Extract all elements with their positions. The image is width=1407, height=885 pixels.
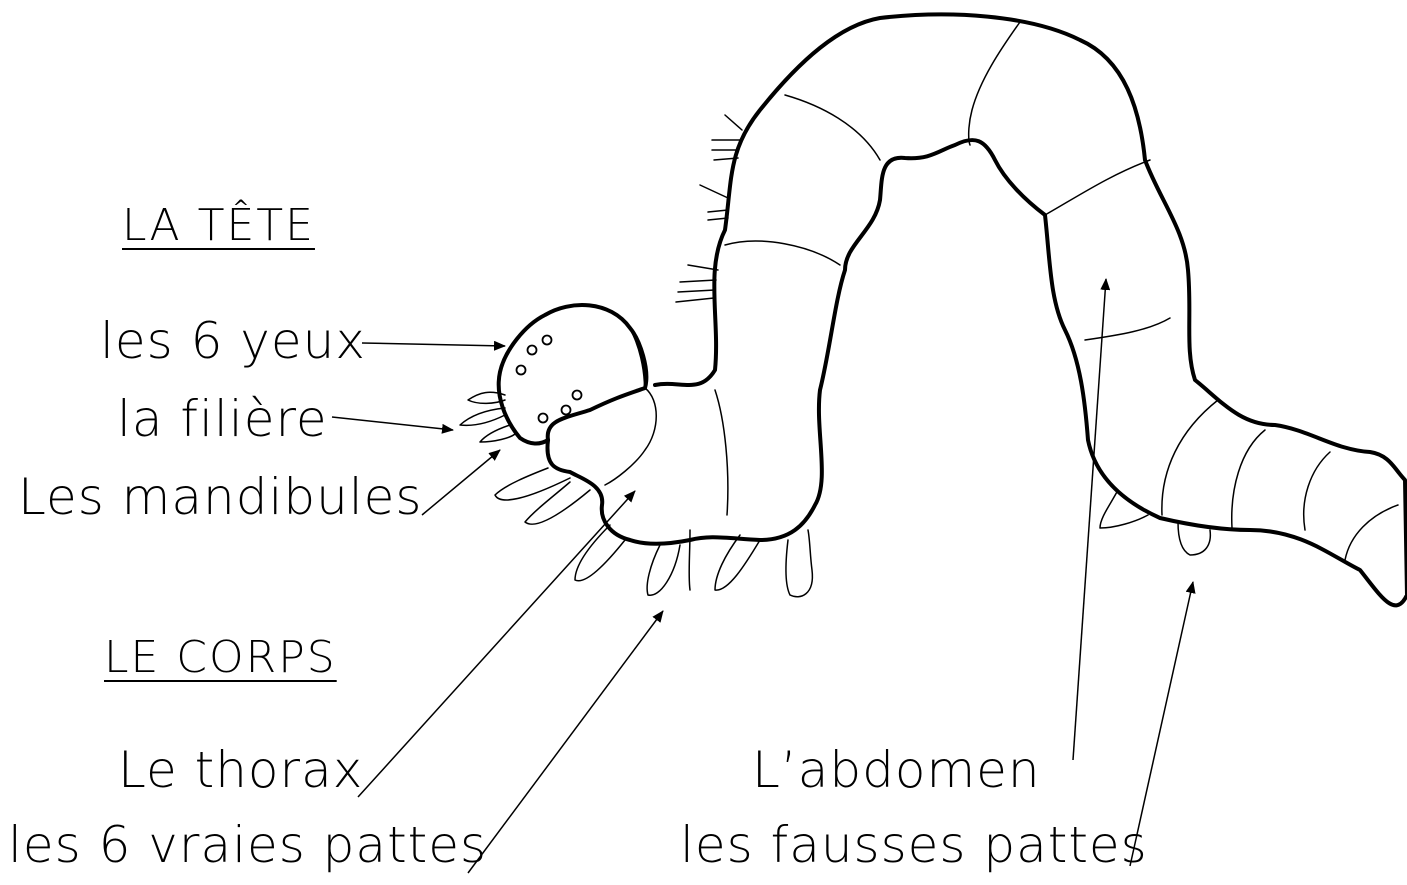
caterpillar-body: [460, 14, 1407, 605]
label-spinneret: la filière: [117, 390, 328, 448]
label-eyes: les 6 yeux: [100, 312, 366, 370]
arrow-true-legs: [468, 611, 663, 873]
arrow-mandibles: [422, 450, 500, 515]
label-abdomen: L’abdomen: [752, 741, 1041, 799]
arrow-eyes: [362, 343, 505, 346]
head-section-title: LA TÊTE: [122, 200, 315, 251]
arrow-thorax: [358, 491, 635, 797]
label-false-legs: les fausses pattes: [680, 816, 1148, 874]
arrow-abdomen: [1073, 279, 1106, 760]
label-true-legs: les 6 vraies pattes: [8, 816, 487, 874]
label-mandibles: Les mandibules: [18, 468, 422, 526]
eyes: [517, 336, 582, 423]
arrow-spinneret: [332, 417, 453, 430]
label-thorax: Le thorax: [118, 741, 363, 799]
body-section-title: LE CORPS: [104, 632, 337, 683]
